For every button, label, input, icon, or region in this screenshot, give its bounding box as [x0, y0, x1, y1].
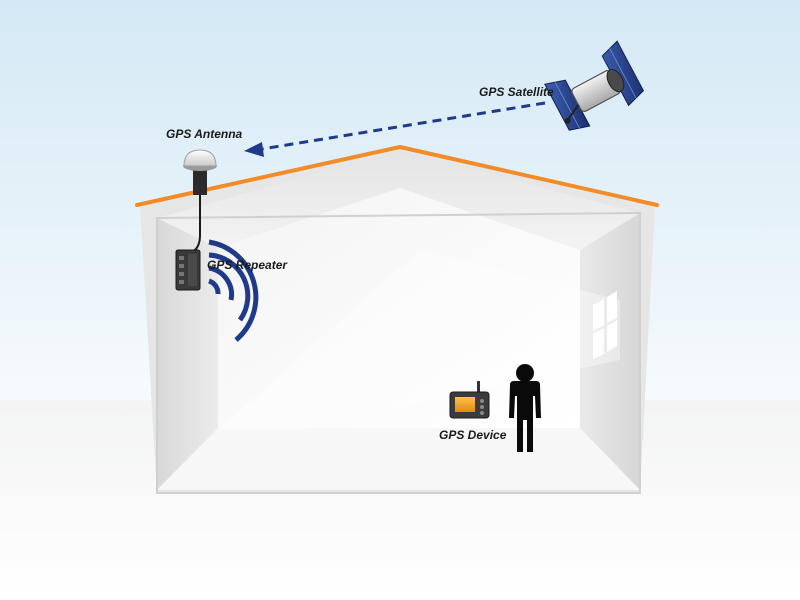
window-icon [593, 291, 617, 359]
ceiling [157, 150, 640, 250]
satellite-signal-arrow [244, 101, 546, 157]
label-gps-device: GPS Device [439, 428, 507, 442]
label-gps-antenna: GPS Antenna [166, 127, 243, 141]
label-gps-repeater: GPS Repeater [207, 258, 288, 272]
right-wall [580, 213, 640, 490]
left-wall [157, 218, 218, 490]
floor [157, 428, 640, 490]
gps-device-icon [449, 381, 490, 419]
repeater-icon [175, 249, 201, 291]
back-wall [218, 188, 580, 428]
satellite-icon [544, 40, 645, 131]
roof-line [135, 145, 659, 207]
repeater-signal-waves [207, 239, 259, 342]
label-gps-satellite: GPS Satellite [479, 85, 554, 99]
house-outline [156, 211, 641, 494]
wall-sheen [218, 250, 620, 430]
house [135, 145, 659, 494]
person-icon [509, 364, 541, 452]
antenna-icon [183, 149, 217, 195]
